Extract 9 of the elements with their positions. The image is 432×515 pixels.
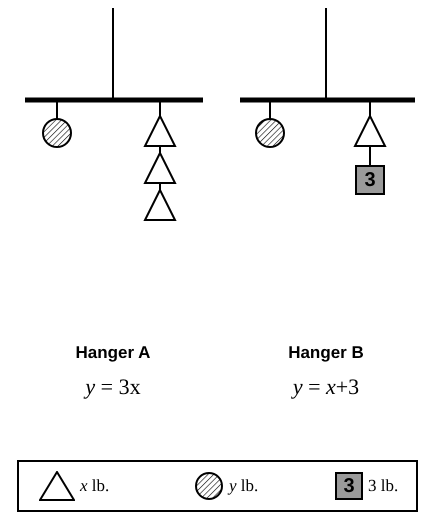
legend-text: 3 lb.	[368, 475, 398, 498]
hanger-name: Hanger B	[287, 342, 365, 364]
weight-block: 3	[335, 472, 363, 500]
legend-text: y lb.	[229, 475, 258, 498]
equation: y = 3x	[82, 373, 142, 401]
legend-text: x lb.	[80, 475, 110, 498]
equation: y = x+3	[290, 373, 360, 401]
weight-block: 3	[355, 165, 385, 195]
hanger-name: Hanger A	[74, 342, 152, 364]
